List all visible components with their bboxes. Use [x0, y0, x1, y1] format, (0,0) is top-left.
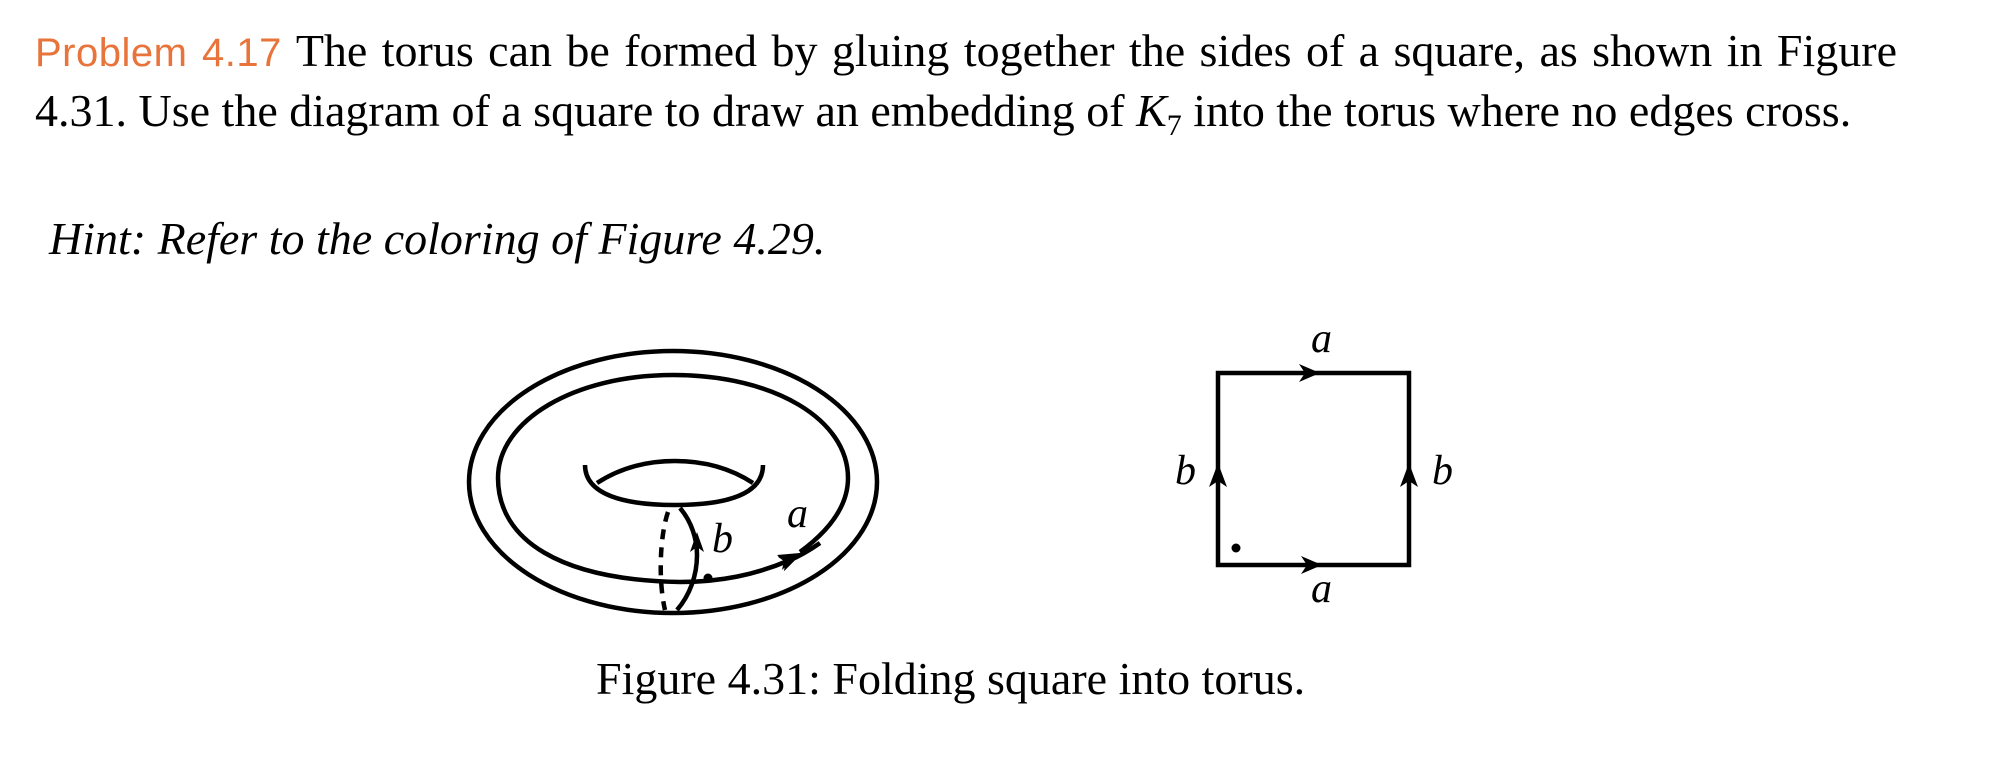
- math-subscript: 7: [1166, 109, 1182, 142]
- torus-label-a: a: [787, 491, 808, 537]
- square-diagram: a a b b: [1175, 316, 1453, 612]
- square-label-top: a: [1311, 316, 1332, 362]
- square-top-arrow-icon: [1299, 364, 1320, 382]
- torus-b-arrow-icon: [690, 532, 704, 552]
- square-outline: [1215, 370, 1412, 568]
- problem-text-before: The torus can be formed by gluing togeth…: [35, 25, 1897, 136]
- torus-hole-upper: [595, 458, 755, 485]
- torus-outer-outline: [466, 348, 880, 616]
- hint-text: Hint: Refer to the coloring of Figure 4.…: [49, 213, 826, 264]
- figure-caption: Figure 4.31: Folding square into torus.: [596, 653, 1306, 704]
- problem-label: Problem 4.17: [35, 31, 282, 75]
- torus-label-b: b: [712, 516, 733, 562]
- torus-diagram: [466, 348, 880, 616]
- square-label-right: b: [1432, 448, 1453, 494]
- torus-inner-outline: [495, 372, 851, 585]
- square-label-left: b: [1175, 448, 1196, 494]
- square-bottom-arrow-icon: [1301, 556, 1322, 574]
- square-right-arrow-icon: [1400, 463, 1418, 487]
- torus-base-point: [703, 573, 713, 583]
- square-base-point: [1231, 543, 1241, 553]
- square-left-arrow-icon: [1209, 463, 1227, 487]
- math-variable: K: [1136, 85, 1167, 136]
- problem-text-after: into the torus where no edges cross.: [1181, 85, 1852, 136]
- torus-loop-b-hidden: [658, 511, 671, 611]
- torus-a-arrow-icon: [777, 553, 800, 570]
- torus-hole-lower: [582, 464, 766, 508]
- torus-loop-b: [675, 554, 700, 612]
- square-label-bottom: a: [1311, 566, 1332, 612]
